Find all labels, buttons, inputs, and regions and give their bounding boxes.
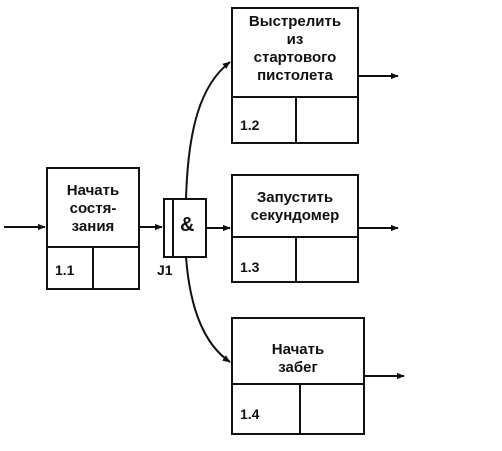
arrow-j1-to-1-4 — [185, 256, 231, 363]
box-1-4-shape — [231, 317, 365, 435]
box-1-3-label: Запустить секундомер — [250, 189, 340, 224]
box-1-1-shape — [46, 167, 140, 290]
box-1-4-label: Начать забег — [271, 341, 325, 376]
box-1-4-number: 1.4 — [240, 406, 260, 422]
junction-and-symbol: & — [180, 214, 195, 236]
junction-j1-label: J1 — [157, 262, 173, 278]
box-1-2-shape — [231, 7, 359, 144]
arrow-j1-to-1-2 — [185, 61, 231, 200]
box-1-3-shape — [231, 174, 359, 283]
box-1-1-label: Начать состя- зания — [66, 182, 120, 235]
box-1-3-number: 1.3 — [240, 259, 260, 275]
box-1-1-number: 1.1 — [55, 262, 75, 278]
box-1-2-number: 1.2 — [240, 117, 260, 133]
box-1-2-label: Выстрелить из стартового пистолета — [248, 13, 342, 84]
